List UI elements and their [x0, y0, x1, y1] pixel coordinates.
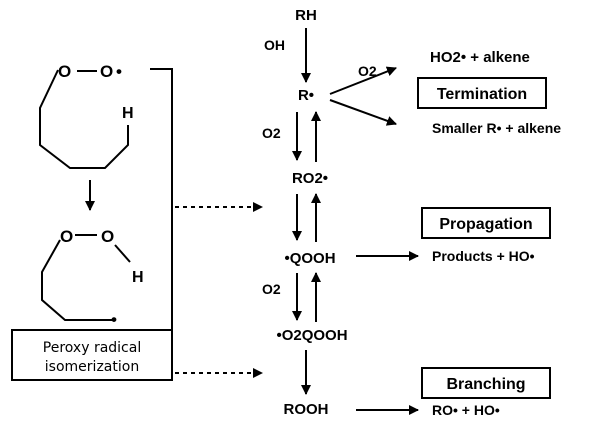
rh-label: RH: [295, 7, 317, 24]
o2-label-termination: O2: [358, 63, 377, 79]
o2-label-upper: O2: [262, 125, 281, 141]
termination-arrow-up: [329, 66, 397, 95]
r-radical-label: R•: [298, 87, 314, 104]
top-ring-bonds: [39, 69, 129, 169]
branching-product: RO• + HO•: [432, 402, 500, 418]
bottom-o1-atom: O: [60, 227, 73, 246]
bottom-h-atom: H: [132, 269, 144, 286]
branching-label: Branching: [446, 376, 525, 393]
ro2-radical-label: RO2•: [292, 170, 328, 187]
o2-label-lower: O2: [262, 281, 281, 297]
bottom-o2-atom: O: [101, 227, 114, 246]
top-radical-dot: •: [116, 62, 122, 81]
termination-arrow-down: [329, 99, 397, 126]
bottom-ring-bonds: [41, 239, 112, 321]
top-o2-atom: O: [100, 62, 113, 81]
termination-label: Termination: [437, 86, 527, 103]
isomerization-box: [11, 329, 173, 381]
top-h-atom: H: [122, 105, 134, 122]
termination-product-2: Smaller R• + alkene: [432, 120, 561, 136]
isomerization-label-line2: isomerization: [45, 359, 139, 375]
bottom-oh-bond: [114, 244, 131, 263]
termination-product-1: HO2• + alkene: [430, 49, 530, 66]
branching-box: [421, 367, 551, 399]
propagation-box: [421, 207, 551, 239]
rooh-label: ROOH: [284, 401, 329, 418]
top-o1-atom: O: [58, 62, 71, 81]
bottom-radical-dot: •: [111, 310, 117, 329]
o2qooh-radical-label: •O2QOOH: [276, 327, 347, 344]
structures-bracket: [150, 68, 173, 337]
qooh-radical-label: •QOOH: [284, 250, 335, 267]
propagation-product: Products + HO•: [432, 248, 535, 264]
oh-label: OH: [264, 37, 285, 53]
isomerization-label-line1: Peroxy radical: [43, 340, 141, 356]
propagation-label: Propagation: [439, 216, 532, 233]
termination-box: [417, 77, 547, 109]
